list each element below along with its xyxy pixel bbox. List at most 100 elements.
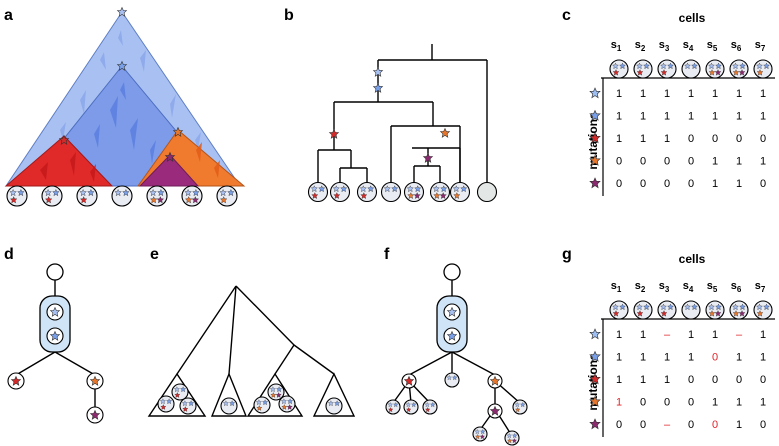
clade-cell [278, 395, 296, 413]
clade-cell [253, 396, 271, 414]
sample-cell-icon [657, 300, 677, 320]
sample-header: s6 [731, 280, 742, 294]
sampled-cells-a [6, 185, 238, 207]
sample-header: s3 [659, 280, 670, 294]
sample-cell-icon [705, 59, 725, 79]
matrix-cell: 0 [688, 178, 694, 190]
matrix-cell: 1 [664, 111, 670, 123]
sample-header: s2 [635, 39, 646, 53]
second-texture [94, 82, 156, 164]
tree-leaf-cell [429, 181, 451, 203]
orange-texture [196, 142, 220, 178]
sample-header: s1 [611, 39, 622, 53]
panel-f: f [384, 246, 528, 446]
matrix-g-title: cells [679, 252, 706, 266]
matrix-cell: 1 [712, 178, 718, 190]
sample-cell-icon [609, 59, 629, 79]
matrix-cell: 0 [688, 156, 694, 168]
attached-cell [504, 430, 520, 446]
matrix-cell: 1 [616, 111, 622, 123]
clone-red-region [4, 135, 114, 187]
f-root-node [443, 263, 461, 281]
matrix-cell: 0 [712, 419, 718, 431]
clade-cells [157, 383, 343, 415]
clade-cell [179, 397, 197, 415]
matrix-cell: 1 [736, 156, 742, 168]
sampled-cell [41, 185, 63, 207]
matrix-cell: – [664, 329, 671, 341]
matrix-cell: 0 [760, 178, 766, 190]
matrix-cell: 1 [664, 88, 670, 100]
attached-cell [403, 399, 419, 415]
matrix-cell: 0 [664, 178, 670, 190]
panel-d: d [4, 246, 104, 424]
mutation-matrix-c: mutationss1s2s3s4s5s6s711111111111111111… [586, 39, 775, 196]
panel-label-d: d [4, 246, 14, 263]
sample-cell-icon [705, 300, 725, 320]
matrix-cell: 1 [760, 352, 766, 364]
matrix-cell: 0 [640, 419, 646, 431]
matrix-cell: 1 [760, 88, 766, 100]
panel-b: b [284, 7, 498, 203]
sample-header: s4 [683, 280, 694, 294]
sample-header: s5 [707, 280, 718, 294]
panel-label-g: g [562, 246, 572, 263]
sample-header: s3 [659, 39, 670, 53]
sample-header: s6 [731, 39, 742, 53]
matrix-cell: 1 [760, 397, 766, 409]
attached-cell [422, 399, 438, 415]
attached-cell [444, 372, 460, 388]
matrix-cell: 1 [616, 374, 622, 386]
matrix-cell: 0 [616, 419, 622, 431]
matrix-cell: 1 [712, 329, 718, 341]
matrix-cell: 1 [760, 156, 766, 168]
matrix-cell: 1 [736, 397, 742, 409]
mutation-tree-d [7, 263, 104, 424]
attached-cell [512, 399, 528, 415]
panel-label-b: b [284, 7, 294, 24]
matrix-cell: 1 [640, 374, 646, 386]
matrix-cell: 1 [736, 88, 742, 100]
matrix-cell: 1 [616, 133, 622, 145]
sample-header: s4 [683, 39, 694, 53]
matrix-cell: – [736, 329, 743, 341]
phylogenetic-tree [317, 44, 488, 183]
matrix-c-title: cells [679, 11, 706, 25]
sample-cell-icon [681, 300, 701, 320]
sample-cell-icon [681, 59, 701, 79]
red-texture [40, 152, 96, 182]
panel-g: g cells mutationss1s2s3s4s5s6s711–11–111… [562, 246, 775, 437]
matrix-cell: 0 [712, 133, 718, 145]
matrix-cell: 1 [736, 419, 742, 431]
sampled-cell [181, 185, 203, 207]
matrix-cell: 1 [640, 352, 646, 364]
matrix-cell: 1 [712, 397, 718, 409]
matrix-cell: 0 [640, 178, 646, 190]
matrix-cell: 1 [712, 111, 718, 123]
sampled-cell [111, 185, 133, 207]
sample-cell-icon [729, 300, 749, 320]
matrix-cell: 1 [736, 178, 742, 190]
sample-cell-icon [753, 300, 773, 320]
panel-label-a: a [4, 7, 13, 24]
matrix-cell: 0 [712, 352, 718, 364]
tree-leaf-cells [307, 181, 498, 203]
attached-cell [472, 426, 488, 442]
panel-a: a [4, 7, 246, 207]
panel-label-f: f [384, 246, 390, 263]
matrix-cell: 0 [664, 397, 670, 409]
clade-cell [220, 397, 238, 415]
tree-leaf-cell [449, 181, 471, 203]
matrix-cell: 1 [688, 329, 694, 341]
clade-cell [325, 397, 343, 415]
matrix-cell: 1 [664, 133, 670, 145]
matrix-cell: 0 [736, 133, 742, 145]
matrix-cell: 1 [688, 111, 694, 123]
matrix-cell: 0 [760, 133, 766, 145]
matrix-cell: 1 [688, 88, 694, 100]
matrix-cell: 0 [688, 374, 694, 386]
matrix-cell: 0 [688, 419, 694, 431]
empty-leaf-cell [476, 181, 498, 203]
clade-cell [171, 383, 189, 401]
